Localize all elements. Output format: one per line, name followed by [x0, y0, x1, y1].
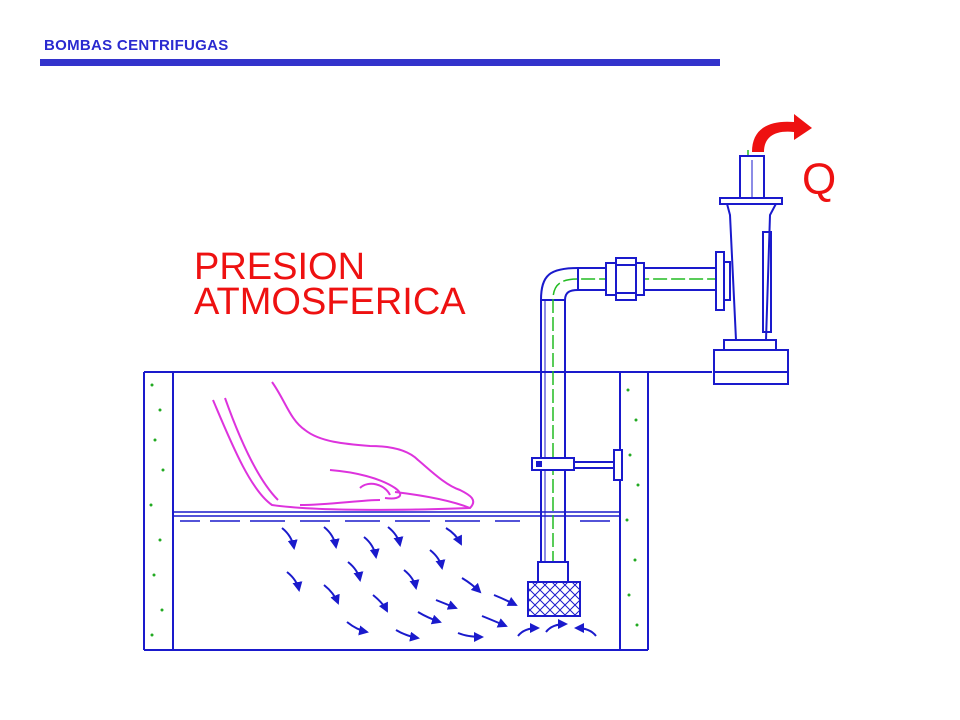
header-title: BOMBAS CENTRIFUGAS — [44, 37, 229, 54]
suction-pipe — [540, 267, 579, 562]
flow-label: Q — [802, 155, 837, 204]
pipe-clamp — [531, 449, 623, 481]
mesh-strainer-icon — [527, 561, 581, 617]
discharge-pipe — [578, 257, 716, 301]
pressure-label-line2: ATMOSFERICA — [194, 281, 466, 323]
hand-icon — [212, 381, 475, 511]
header-rule — [40, 59, 720, 66]
pressure-label-line1: PRESION — [194, 246, 366, 288]
outflow-arrow-icon — [752, 114, 812, 152]
tank-wall-texture — [149, 383, 640, 637]
pump-body — [713, 155, 789, 385]
flow-arrows — [281, 526, 597, 642]
tank — [143, 371, 712, 651]
atmospheric-pressure-label: PRESION ATMOSFERICA — [194, 246, 466, 323]
